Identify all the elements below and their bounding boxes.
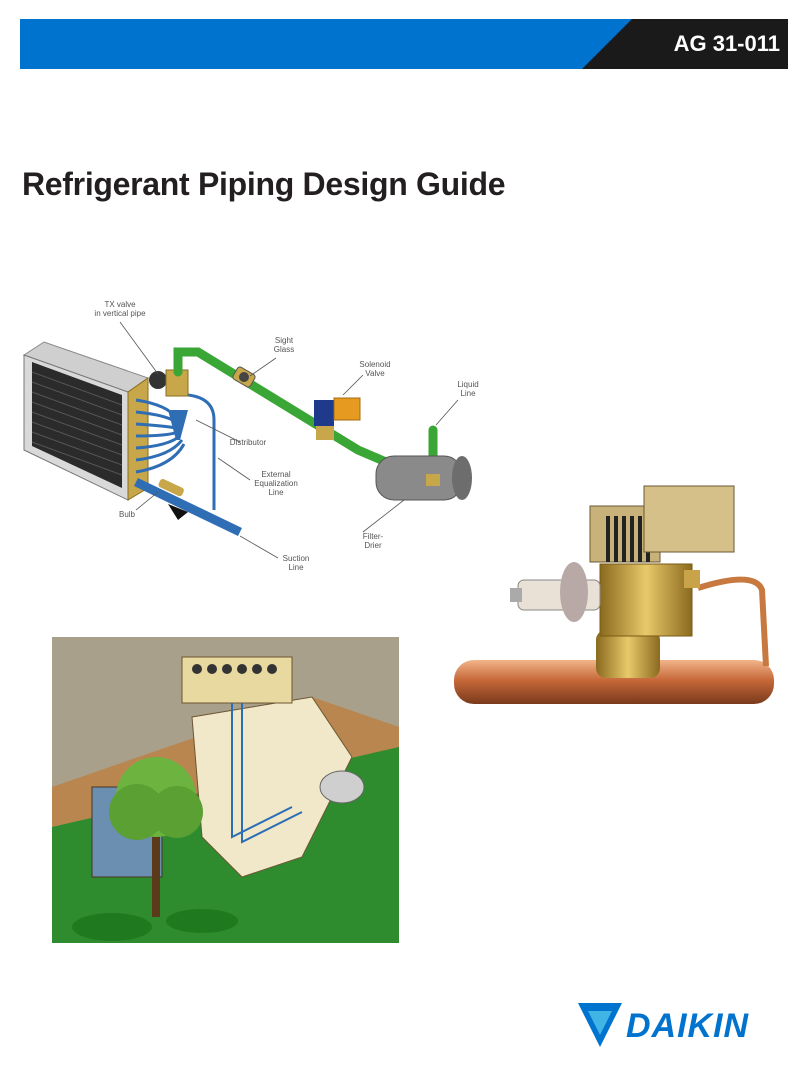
- callout-suction-line: Suction Line: [282, 554, 310, 572]
- callout-liquid-line: Liquid Line: [457, 380, 479, 398]
- callout-filter-drier: Filter- Drier: [362, 532, 384, 550]
- suction-line: [134, 477, 242, 537]
- callout-solenoid-valve: Solenoid Valve: [359, 360, 391, 378]
- distributor-icon: [168, 410, 188, 440]
- callout-bulb: Bulb: [118, 510, 135, 519]
- header-banner: [20, 19, 788, 69]
- sight-glass-icon: [232, 366, 256, 388]
- callout-distributor: Distributor: [229, 438, 267, 447]
- brand-name: DAIKIN: [626, 1007, 750, 1045]
- daikin-mark-icon: [578, 1003, 622, 1047]
- page-title: Refrigerant Piping Design Guide: [22, 166, 506, 202]
- valve-photo: [450, 480, 790, 740]
- document-code: AG 31-011: [673, 31, 780, 56]
- piping-diagram: TX valve in vertical pipe Sight Glass So…: [18, 300, 488, 580]
- solenoid-valve-icon: [314, 397, 361, 440]
- filter-drier-icon: [375, 455, 472, 501]
- building-cutaway-illustration: [52, 637, 399, 943]
- evaporator-coil: [22, 341, 150, 501]
- callout-tx-valve: TX valve in vertical pipe: [94, 300, 146, 318]
- flow-arrow-icon: [168, 504, 188, 520]
- callout-sight-glass: Sight Glass: [273, 336, 295, 354]
- bulb-icon: [158, 478, 184, 497]
- tx-valve-icon: [149, 369, 189, 397]
- daikin-logo: DAIKIN: [578, 1003, 788, 1047]
- equalization-line: [187, 393, 216, 510]
- callout-external-equalization: External Equalization Line: [254, 470, 298, 497]
